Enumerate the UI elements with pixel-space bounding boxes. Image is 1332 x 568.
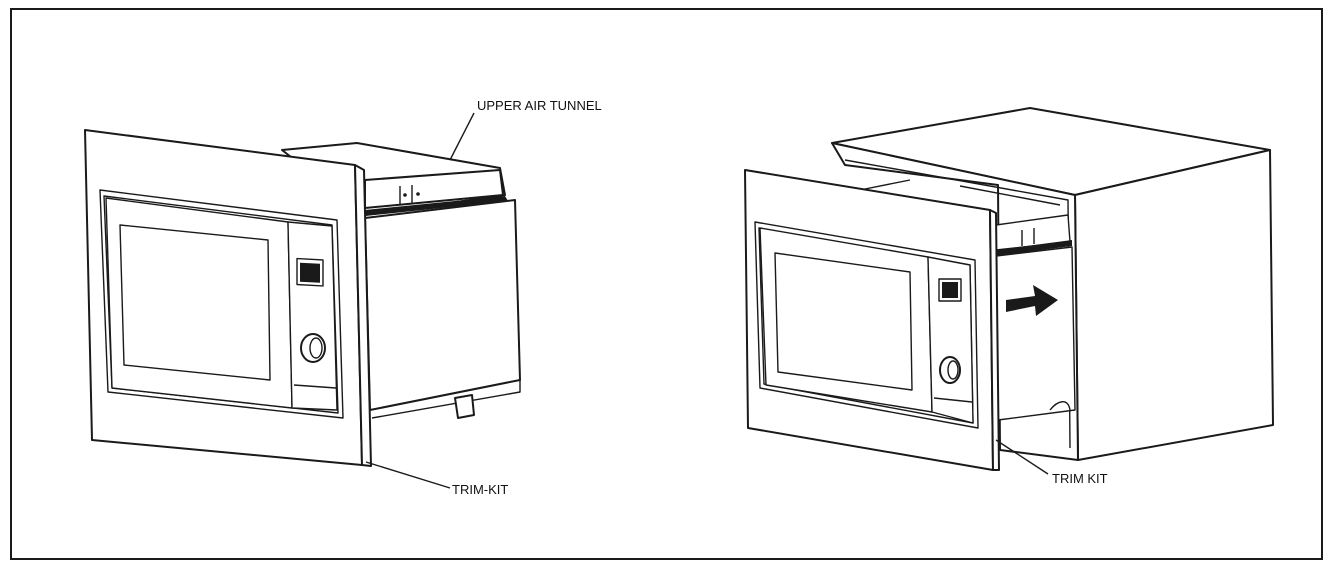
microwave-door-left xyxy=(105,197,293,409)
microwave-body-left xyxy=(281,142,521,419)
label-trim-kit-left: TRIM-KIT xyxy=(452,482,508,497)
diagram-frame xyxy=(10,8,1323,560)
label-trim-kit-right: TRIM KIT xyxy=(1052,471,1108,486)
microwave-body-right xyxy=(995,214,1076,421)
right-cabinet-with-microwave xyxy=(744,107,1274,475)
left-microwave-with-trim-kit xyxy=(84,112,521,489)
leader-line-trim-kit-left xyxy=(365,461,451,489)
insert-direction-arrow xyxy=(1006,285,1058,316)
microwave-door-right xyxy=(759,227,933,413)
leader-line-upper-air-tunnel xyxy=(449,112,475,161)
label-upper-air-tunnel: UPPER AIR TUNNEL xyxy=(477,98,602,113)
control-panel-right xyxy=(927,256,974,424)
control-panel-left xyxy=(287,221,338,411)
leader-line-trim-kit-right xyxy=(995,439,1049,475)
